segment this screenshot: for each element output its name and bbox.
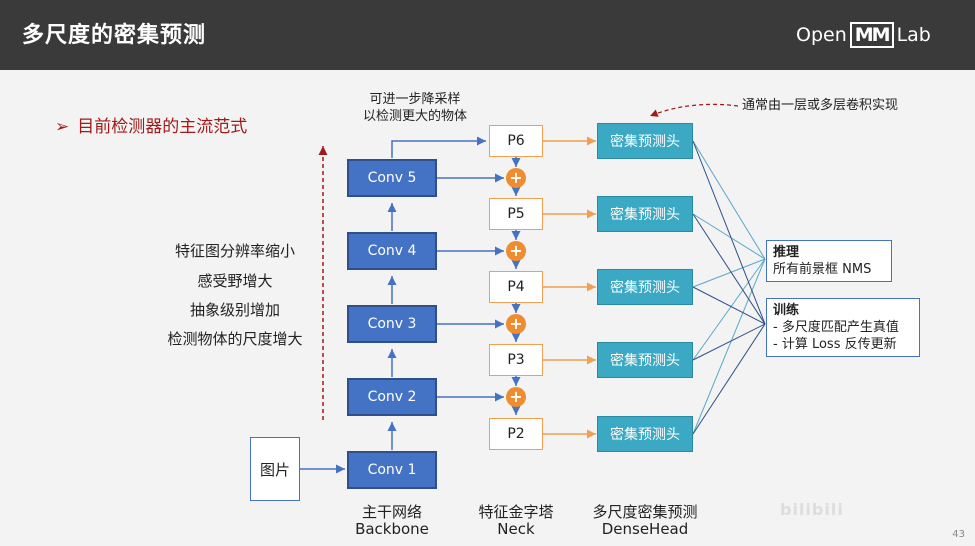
side-text-resolution: 特征图分辨率缩小	[174, 242, 295, 260]
logo-text-left: Open	[796, 24, 847, 46]
training-line-1: - 多尺度匹配产生真值	[773, 320, 899, 335]
bilibili-watermark: bilibili	[780, 500, 844, 519]
pyramid-p4-box: P4	[489, 271, 543, 303]
logo-mm-mark: MM	[849, 22, 894, 48]
input-image-box: 图片	[250, 437, 300, 501]
bullet-arrow-icon: ➢	[55, 117, 70, 137]
dense-head-box-p3: 密集预测头	[597, 342, 693, 378]
conv-3-box: Conv 3	[347, 305, 437, 343]
inference-title: 推理	[773, 245, 800, 260]
conv-4-box: Conv 4	[347, 232, 437, 270]
inference-line: 所有前景框 NMS	[773, 262, 872, 277]
top-note-line2: 以检测更大的物体	[362, 109, 467, 124]
dense-head-box-p4: 密集预测头	[597, 269, 693, 305]
dense-head-box-p5: 密集预测头	[597, 196, 693, 232]
plus-icon: +	[506, 241, 526, 261]
side-text-object-scale: 检测物体的尺度增大	[167, 330, 303, 348]
conv-5-box: Conv 5	[347, 159, 437, 197]
plus-icon: +	[506, 168, 526, 188]
pyramid-p3-box: P3	[489, 344, 543, 376]
backbone-label-en: Backbone	[355, 520, 429, 538]
conv-1-box: Conv 1	[347, 451, 437, 489]
plus-icon: +	[506, 387, 526, 407]
logo-text-right: Lab	[896, 24, 931, 46]
page-number: 43	[952, 529, 965, 540]
top-note-line1: 可进一步降采样	[369, 92, 461, 107]
neck-label-en: Neck	[497, 520, 535, 538]
training-title: 训练	[773, 303, 800, 318]
dense-head-box-p6: 密集预测头	[597, 123, 693, 159]
training-box: 训练 - 多尺度匹配产生真值 - 计算 Loss 反传更新	[766, 298, 920, 357]
inference-box: 推理 所有前景框 NMS	[766, 240, 892, 282]
plus-icon: +	[506, 314, 526, 334]
bullet-point: ➢ 目前检测器的主流范式	[55, 112, 247, 137]
densehead-label-en: DenseHead	[601, 520, 689, 538]
side-text-abstraction: 抽象级别增加	[189, 301, 280, 319]
densehead-label-cn: 多尺度密集预测	[592, 503, 698, 521]
conv-2-box: Conv 2	[347, 378, 437, 416]
backbone-label-cn: 主干网络	[361, 503, 422, 521]
page-title: 多尺度的密集预测	[22, 23, 207, 48]
bullet-text: 目前检测器的主流范式	[77, 117, 248, 137]
neck-label-cn: 特征金字塔	[478, 503, 554, 521]
side-text-receptive-field: 感受野增大	[197, 272, 273, 290]
pyramid-p6-box: P6	[489, 125, 543, 157]
pyramid-p2-box: P2	[489, 418, 543, 450]
head-note: 通常由一层或多层卷积实现	[742, 98, 899, 113]
dense-head-box-p2: 密集预测头	[597, 416, 693, 452]
training-line-2: - 计算 Loss 反传更新	[773, 337, 897, 352]
pyramid-p5-box: P5	[489, 198, 543, 230]
